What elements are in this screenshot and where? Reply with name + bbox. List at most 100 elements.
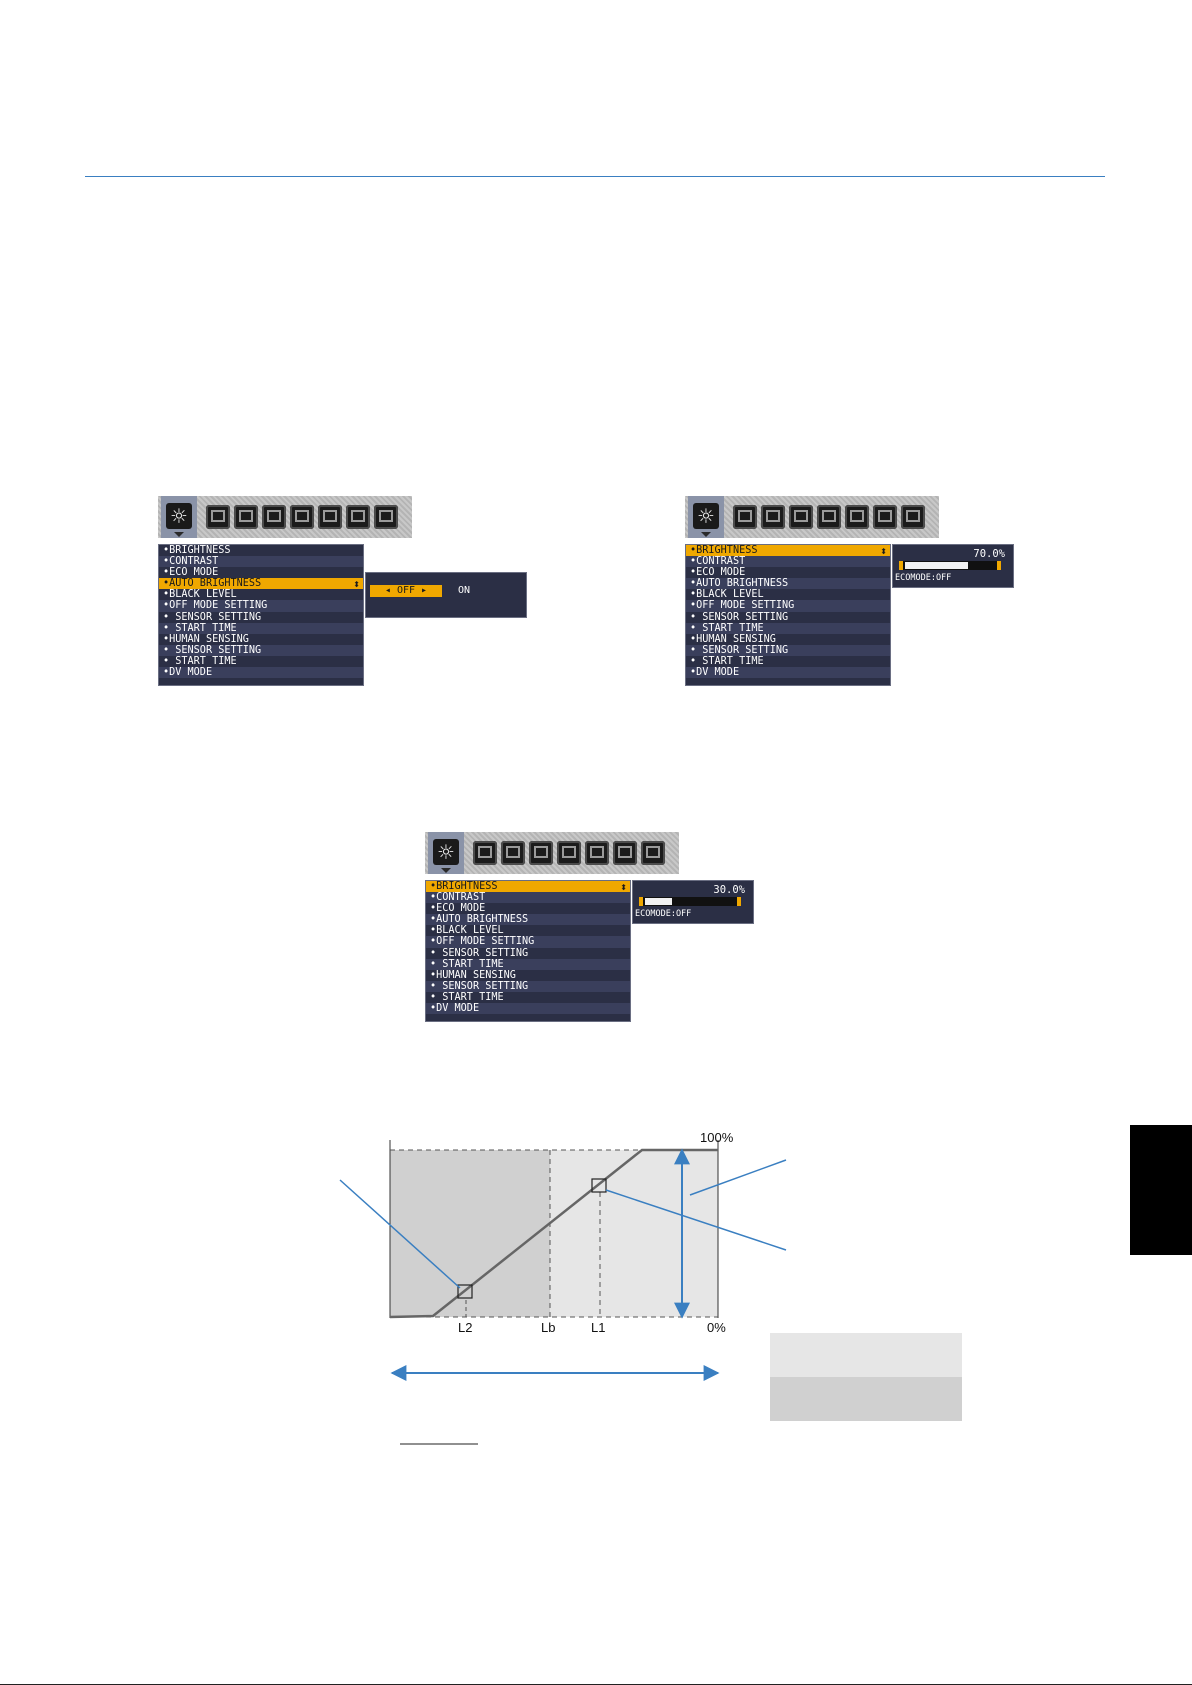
osd-icon-bar: ☼ xyxy=(685,496,939,538)
menu-item-label: HUMAN SENSING xyxy=(436,969,516,981)
info-icon[interactable] xyxy=(374,505,398,529)
menu-item[interactable]: •AUTO BRIGHTNESS xyxy=(426,914,630,926)
menu-item[interactable]: •DV MODE xyxy=(686,667,890,679)
menu-item-label: ECO MODE xyxy=(169,567,219,579)
menu-item-label: SENSOR SETTING xyxy=(696,644,789,656)
menu-item[interactable]: • START TIME xyxy=(159,622,363,634)
pointer-l1 xyxy=(605,1189,787,1251)
selected-caret-icon xyxy=(701,532,711,537)
osd-icon-bar: ☼ xyxy=(425,832,679,874)
osd-menu-list: •BRIGHTNESS⬍•CONTRAST•ECO MODE•AUTO BRIG… xyxy=(685,544,891,686)
eco-leaf-icon[interactable] xyxy=(873,505,897,529)
menu-item-label: START TIME xyxy=(696,655,764,667)
section-side-tab xyxy=(1130,1125,1192,1255)
menu-item[interactable]: •BLACK LEVEL xyxy=(163,589,237,601)
brightness-sun-icon[interactable]: ☼ xyxy=(166,503,192,529)
menu-item-label: START TIME xyxy=(696,622,764,634)
option-off[interactable]: ◂ OFF ▸ xyxy=(370,585,442,597)
menu-item[interactable]: •AUTO BRIGHTNESS xyxy=(686,578,890,590)
signal-icon[interactable] xyxy=(262,505,286,529)
option-on[interactable]: ON xyxy=(458,585,471,596)
menu-item-label: AUTO BRIGHTNESS xyxy=(696,578,789,590)
menu-item-label: DV MODE xyxy=(436,1003,480,1015)
auto-brightness-submenu: ◂ OFF ▸ ON xyxy=(365,572,527,618)
menu-item-label: SENSOR SETTING xyxy=(169,611,262,623)
menu-item[interactable]: •HUMAN SENSING xyxy=(163,633,249,645)
picture-icon[interactable] xyxy=(473,841,497,865)
menu-item-label: BLACK LEVEL xyxy=(696,589,764,601)
menu-item[interactable]: •ECO MODE xyxy=(690,567,746,579)
label-100: 100% xyxy=(700,1130,734,1145)
color-icon[interactable] xyxy=(501,841,525,865)
brightness-level-box: 70.0% ECOMODE:OFF xyxy=(892,544,1014,588)
menu-item-label: AUTO BRIGHTNESS xyxy=(436,914,529,926)
signal-icon[interactable] xyxy=(529,841,553,865)
menu-item[interactable]: • SENSOR SETTING xyxy=(686,644,890,656)
legend-dark-swatch xyxy=(770,1377,962,1421)
menu-item-label: HUMAN SENSING xyxy=(169,633,249,645)
selected-caret-icon xyxy=(441,868,451,873)
menu-item-label: CONTRAST xyxy=(696,556,746,568)
menu-item[interactable]: •AUTO BRIGHTNESS⬍ xyxy=(159,578,363,590)
menu-item[interactable]: •BLACK LEVEL xyxy=(430,925,504,937)
menu-item[interactable]: •DV MODE xyxy=(426,1003,630,1015)
menu-item[interactable]: • SENSOR SETTING xyxy=(430,947,529,959)
selected-caret-icon xyxy=(174,532,184,537)
brightness-slider[interactable] xyxy=(899,561,1001,570)
pointer-l2 xyxy=(339,1179,461,1289)
menu-item[interactable]: • SENSOR SETTING xyxy=(159,644,363,656)
menu-item-label: OFF MODE SETTING xyxy=(436,936,535,948)
menu-item[interactable]: •ECO MODE xyxy=(163,567,219,579)
menu-item[interactable]: • SENSOR SETTING xyxy=(163,611,262,623)
menu-item[interactable]: •OFF MODE SETTING xyxy=(426,936,630,948)
menu-item[interactable]: • START TIME xyxy=(686,622,890,634)
label-l1: L1 xyxy=(591,1320,605,1335)
menu-item[interactable]: •CONTRAST xyxy=(159,556,363,568)
menu-item[interactable]: •OFF MODE SETTING xyxy=(159,600,363,612)
menu-item[interactable]: • START TIME xyxy=(690,655,764,667)
signal-icon[interactable] xyxy=(789,505,813,529)
pip-icon[interactable] xyxy=(318,505,342,529)
menu-item[interactable]: • SENSOR SETTING xyxy=(426,980,630,992)
info-icon[interactable] xyxy=(901,505,925,529)
brightness-slider[interactable] xyxy=(639,897,741,906)
pip-icon[interactable] xyxy=(845,505,869,529)
menu-item[interactable]: • SENSOR SETTING xyxy=(690,611,789,623)
menu-item[interactable]: •ECO MODE xyxy=(430,903,486,915)
brightness-sun-icon[interactable]: ☼ xyxy=(433,839,459,865)
picture-icon[interactable] xyxy=(206,505,230,529)
menu-item[interactable]: •BRIGHTNESS⬍ xyxy=(686,545,890,557)
menu-item[interactable]: •BRIGHTNESS xyxy=(163,545,231,556)
menu-item[interactable]: •HUMAN SENSING xyxy=(690,633,776,645)
menu-item[interactable]: •CONTRAST xyxy=(426,892,630,904)
tools-icon[interactable] xyxy=(817,505,841,529)
menu-item[interactable]: •OFF MODE SETTING xyxy=(686,600,890,612)
pointer-range xyxy=(689,1159,787,1196)
brightness-percent: 70.0% xyxy=(973,548,1005,560)
eco-leaf-icon[interactable] xyxy=(613,841,637,865)
menu-item-label: BRIGHTNESS xyxy=(696,545,758,556)
menu-item[interactable]: • START TIME xyxy=(163,655,237,667)
pip-icon[interactable] xyxy=(585,841,609,865)
tools-icon[interactable] xyxy=(557,841,581,865)
menu-item[interactable]: •BRIGHTNESS⬍ xyxy=(426,881,630,893)
menu-item-label: SENSOR SETTING xyxy=(169,644,262,656)
label-lb: Lb xyxy=(541,1320,555,1335)
color-icon[interactable] xyxy=(761,505,785,529)
menu-item[interactable]: •DV MODE xyxy=(159,667,363,679)
info-icon[interactable] xyxy=(641,841,665,865)
brightness-sun-icon[interactable]: ☼ xyxy=(693,503,719,529)
menu-item[interactable]: •CONTRAST xyxy=(686,556,890,568)
picture-icon[interactable] xyxy=(733,505,757,529)
menu-item-label: DV MODE xyxy=(169,667,213,679)
menu-item[interactable]: • START TIME xyxy=(426,958,630,970)
tools-icon[interactable] xyxy=(290,505,314,529)
menu-item[interactable]: •BLACK LEVEL xyxy=(690,589,764,601)
menu-item[interactable]: •HUMAN SENSING xyxy=(430,969,516,981)
color-icon[interactable] xyxy=(234,505,258,529)
eco-leaf-icon[interactable] xyxy=(346,505,370,529)
menu-item-label: AUTO BRIGHTNESS xyxy=(169,578,262,590)
light-region xyxy=(550,1150,718,1317)
menu-item[interactable]: • START TIME xyxy=(430,991,504,1003)
